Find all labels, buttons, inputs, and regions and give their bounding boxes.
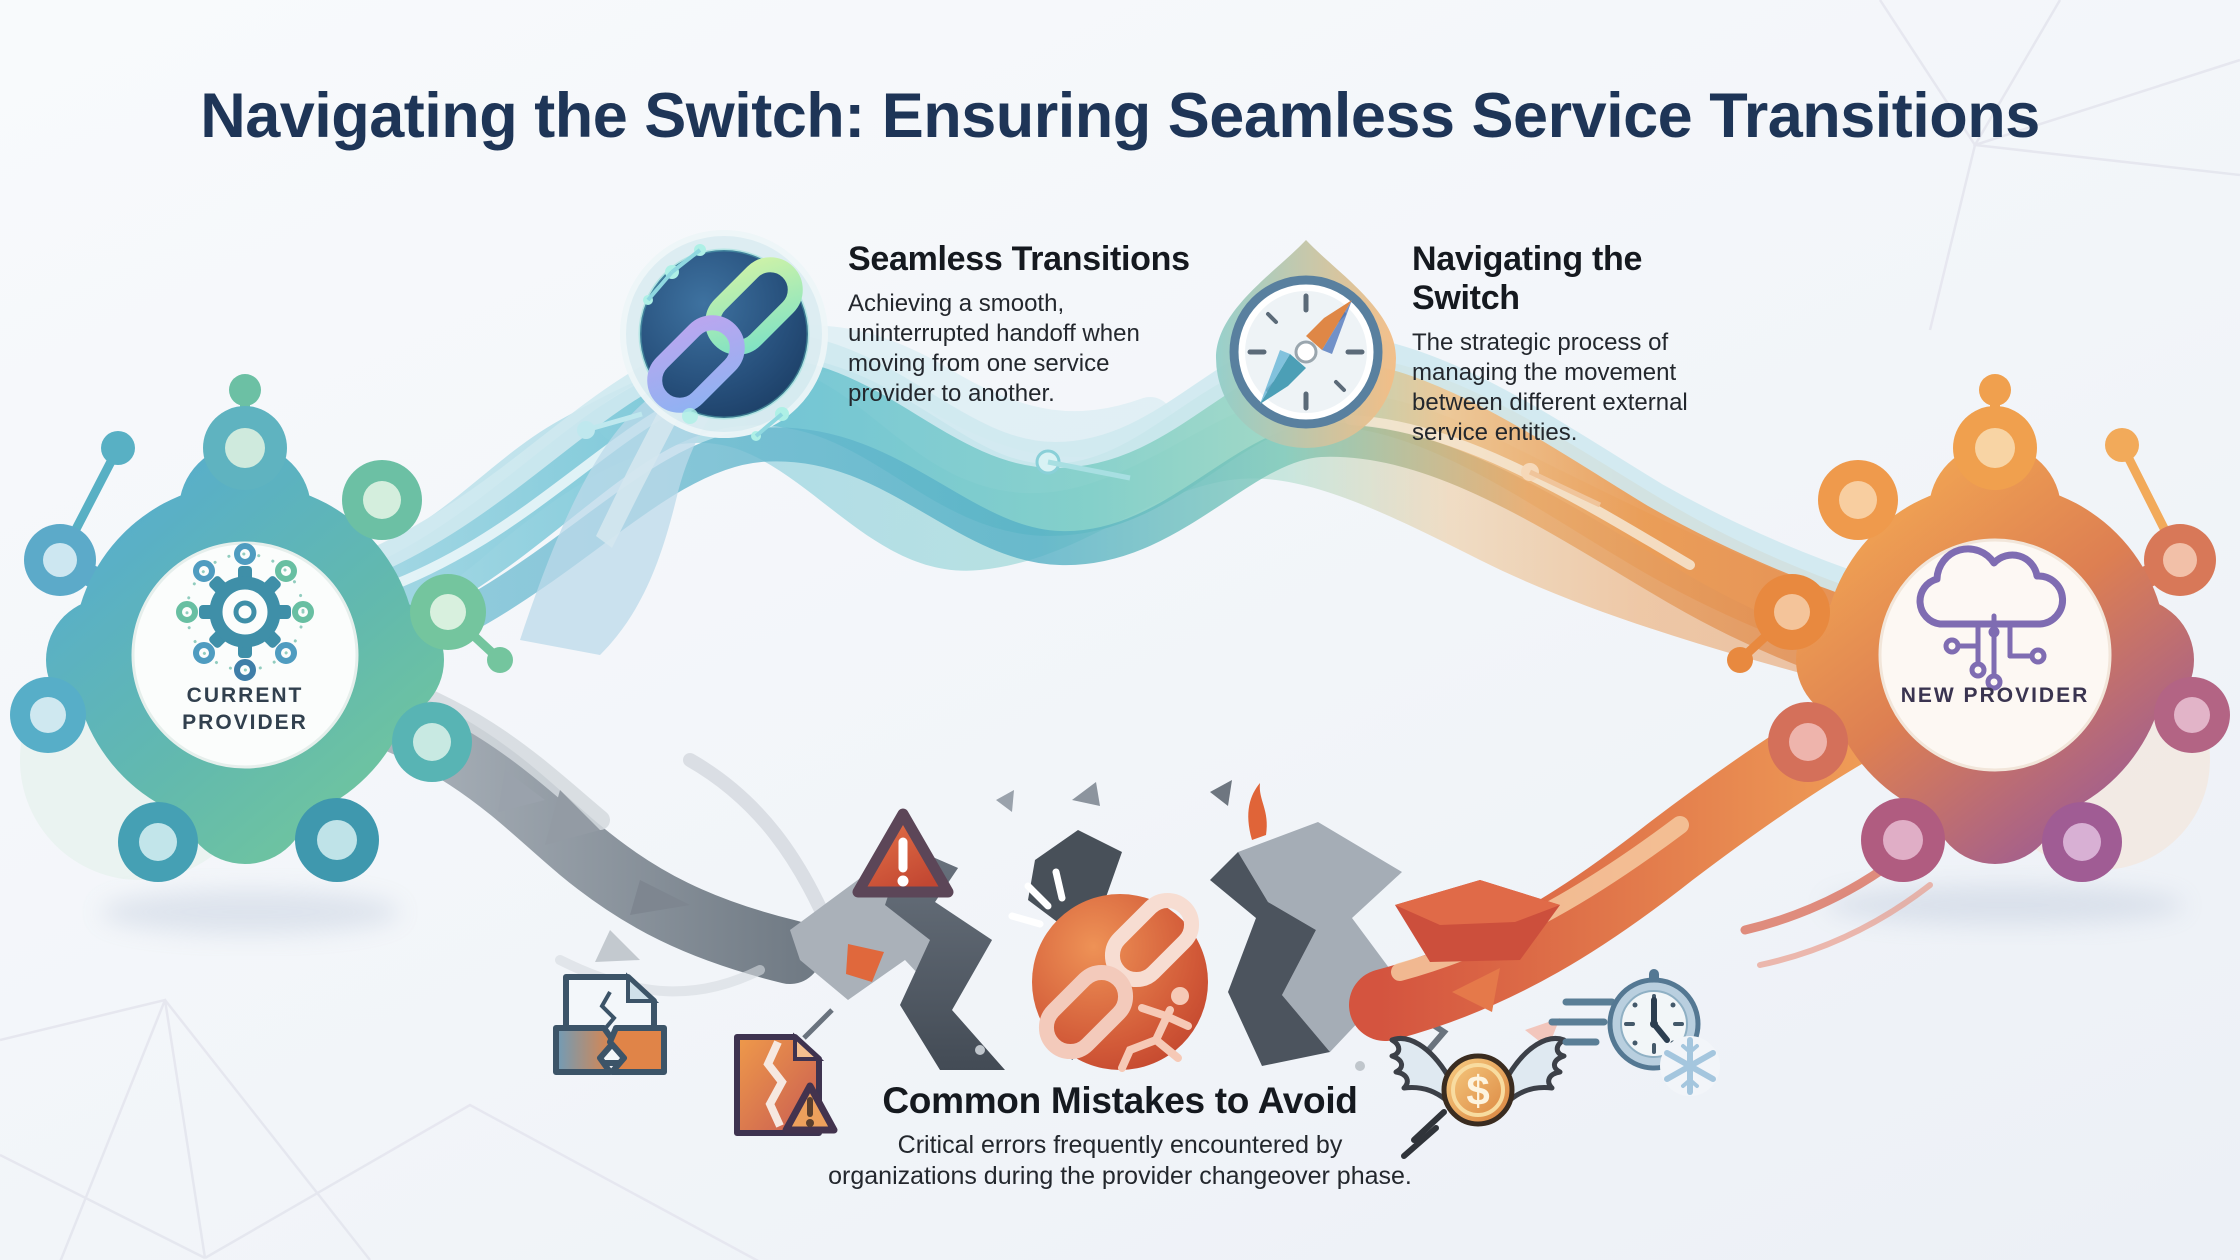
- section-navigating-body: The strategic process of managing the mo…: [1412, 329, 1688, 446]
- dollar-symbol: $: [1466, 1067, 1489, 1114]
- new-provider-label: NEW PROVIDER: [1900, 684, 2090, 707]
- torn-file-alert-icon: [734, 1032, 838, 1136]
- chain-link-icon: [596, 230, 828, 548]
- warning-triangle-icon: [852, 808, 954, 898]
- current-provider-label: CURRENT PROVIDER: [182, 684, 308, 734]
- section-seamless-transitions: Seamless Transitions Achieving a smooth,…: [848, 240, 1198, 409]
- cloud-circuit-icon: [1916, 545, 2067, 691]
- flying-money-icon: $: [1389, 1036, 1567, 1159]
- section-seamless-heading: Seamless Transitions: [848, 240, 1190, 278]
- new-provider-node: [1727, 374, 2230, 882]
- snowflake-icon: [1660, 1036, 1720, 1096]
- page-title: Navigating the Switch: Ensuring Seamless…: [200, 81, 2040, 152]
- section-navigating-switch: Navigating the Switch The strategic proc…: [1412, 240, 1752, 448]
- gear-network-icon: [176, 543, 314, 681]
- compass-icon: [1216, 240, 1396, 448]
- running-person-icon: [1118, 987, 1192, 1072]
- torn-document-icon: [553, 972, 667, 1075]
- section-navigating-heading: Navigating the Switch: [1412, 240, 1643, 317]
- broken-chain-icon: [1008, 868, 1208, 1072]
- section-mistakes-body: Critical errors frequently encountered b…: [828, 1131, 1412, 1190]
- section-seamless-body: Achieving a smooth, uninterrupted handof…: [848, 290, 1140, 407]
- section-mistakes-heading: Common Mistakes to Avoid: [882, 1080, 1358, 1121]
- section-common-mistakes: Common Mistakes to Avoid Critical errors…: [820, 1080, 1420, 1192]
- frozen-clock-icon: [1548, 969, 1720, 1096]
- current-provider-node: [10, 374, 513, 882]
